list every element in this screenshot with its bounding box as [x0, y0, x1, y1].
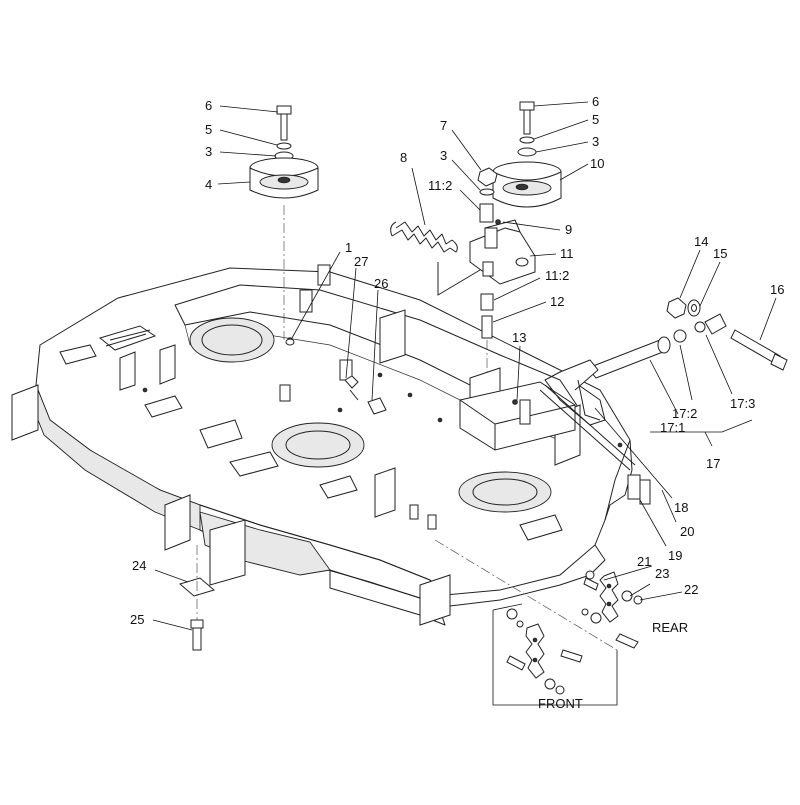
- callout-6-left: 6: [205, 98, 212, 113]
- callout-11-2-top: 11:2: [428, 178, 452, 193]
- callout-22: 22: [684, 582, 698, 597]
- callout-24: 24: [132, 558, 146, 573]
- caption-rear: REAR: [652, 620, 688, 635]
- callout-17: 17: [706, 456, 720, 471]
- center-hardware: [285, 338, 387, 415]
- callout-8: 8: [400, 150, 407, 165]
- callout-10: 10: [590, 156, 604, 171]
- callout-11-2-low: 11:2: [545, 268, 569, 283]
- caption-front: FRONT: [538, 696, 583, 711]
- callout-20: 20: [680, 524, 694, 539]
- callout-17-1: 17:1: [660, 420, 685, 435]
- callout-4: 4: [205, 177, 212, 192]
- callout-16: 16: [770, 282, 784, 297]
- callout-13: 13: [512, 330, 526, 345]
- callout-23: 23: [655, 566, 669, 581]
- callout-14: 14: [694, 234, 708, 249]
- callout-3-mid: 3: [440, 148, 447, 163]
- callout-25: 25: [130, 612, 144, 627]
- left-pulley-stack: [249, 105, 319, 340]
- right-pulley-stack: [492, 101, 562, 208]
- callout-7: 7: [440, 118, 447, 133]
- callout-9: 9: [565, 222, 572, 237]
- callout-11: 11: [560, 246, 574, 261]
- callout-6-right: 6: [592, 94, 599, 109]
- callout-18: 18: [674, 500, 688, 515]
- callout-19: 19: [668, 548, 682, 563]
- callout-labels: 6 5 3 4 6 5 3 10 7 3 8 11:2 9 11 11:2 12…: [130, 94, 784, 711]
- callout-5-left: 5: [205, 122, 212, 137]
- callout-3-right: 3: [592, 134, 599, 149]
- callout-21: 21: [637, 554, 651, 569]
- callout-17-3: 17:3: [730, 396, 755, 411]
- leader-lines: [152, 101, 777, 631]
- callout-17-2: 17:2: [672, 406, 697, 421]
- callout-27: 27: [354, 254, 368, 269]
- skid-bracket-and-bolt: [178, 545, 216, 651]
- callout-26: 26: [374, 276, 388, 291]
- mower-deck-housing: [11, 234, 651, 626]
- extension-spring: [390, 221, 481, 296]
- callout-15: 15: [713, 246, 727, 261]
- idler-arm-assembly: [390, 167, 536, 375]
- callout-5-right: 5: [592, 112, 599, 127]
- deck-hanger-detail: [434, 539, 643, 706]
- lift-rod-assembly: [539, 297, 788, 500]
- callout-12: 12: [550, 294, 564, 309]
- callout-3-left: 3: [205, 144, 212, 159]
- callout-1: 1: [345, 240, 352, 255]
